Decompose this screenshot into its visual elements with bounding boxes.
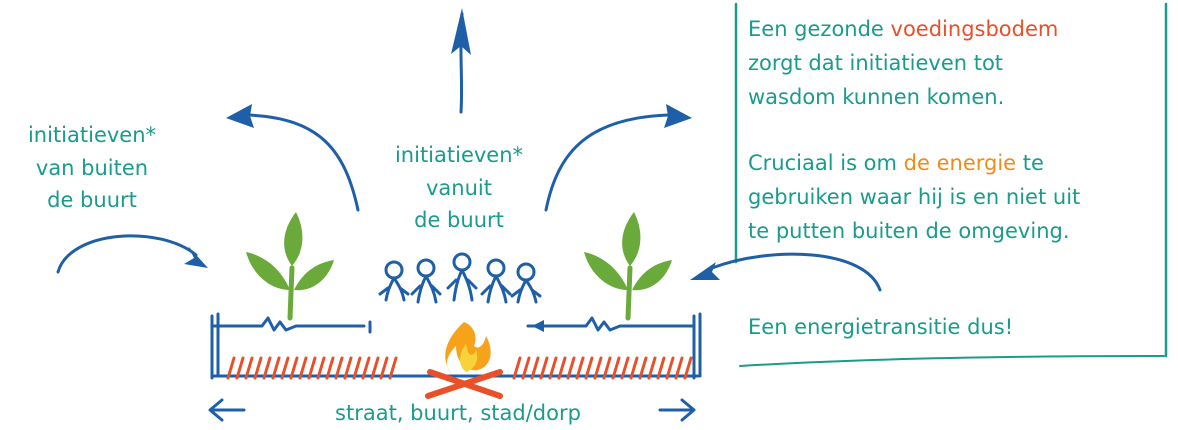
hatch-mark <box>647 356 657 380</box>
hatch-mark <box>521 356 531 380</box>
arrow-curve-upper-right-icon <box>544 104 692 212</box>
hatch-mark <box>602 356 612 380</box>
hatch-mark <box>280 356 290 380</box>
label-outside-initiatives: initiatieven* van buiten de buurt <box>28 123 156 212</box>
hatch-mark <box>674 356 684 380</box>
label-scope: straat, buurt, stad/dorp <box>335 401 581 425</box>
hatch-mark <box>575 356 585 380</box>
hatch-mark <box>593 356 603 380</box>
hatch-mark <box>388 356 398 380</box>
hatch-mark <box>262 356 272 380</box>
campfire-icon <box>425 322 503 399</box>
panel-p2-post: te <box>1016 151 1044 175</box>
panel-p3: Een energietransitie dus! <box>748 315 1013 339</box>
arrow-curve-lower-right-icon <box>690 252 882 292</box>
hatch-mark <box>620 356 630 380</box>
hatch-mark <box>352 356 362 380</box>
hatch-mark <box>316 356 326 380</box>
hatch-mark <box>244 356 254 380</box>
label-inside-line2: vanuit <box>426 176 492 200</box>
hatch-mark <box>665 356 675 380</box>
hatch-mark <box>226 356 236 380</box>
hatch-mark <box>629 356 639 380</box>
hatch-mark <box>584 356 594 380</box>
hatch-mark <box>361 356 371 380</box>
hatch-mark <box>638 356 648 380</box>
panel-p1-line2: zorgt dat initiatieven tot <box>748 51 1003 75</box>
hatch-mark <box>611 356 621 380</box>
label-inside-line3: de buurt <box>414 208 504 232</box>
hatch-mark <box>379 356 389 380</box>
svg-text:Een gezonde voedingsbodem: Een gezonde voedingsbodem <box>748 17 1058 41</box>
hatch-mark <box>539 356 549 380</box>
hatch-mark <box>557 356 567 380</box>
hatch-mark <box>334 356 344 380</box>
people-group-icon <box>378 252 542 304</box>
hatch-mark <box>370 356 380 380</box>
arrow-curve-lower-left-icon <box>56 234 208 274</box>
arrow-right-icon <box>658 398 696 422</box>
label-outside-line2: van buiten <box>36 156 148 180</box>
hatch-mark <box>307 356 317 380</box>
arrow-curve-upper-left-icon <box>226 104 360 212</box>
label-outside-line1: initiatieven* <box>28 123 156 147</box>
arrow-left-icon <box>208 398 246 422</box>
panel-p1-highlight: voedingsbodem <box>891 17 1059 41</box>
text-panel-frame <box>734 2 1168 367</box>
hatch-mark <box>683 356 693 380</box>
hatch-mark <box>548 356 558 380</box>
svg-text:Cruciaal is om de energie te: Cruciaal is om de energie te <box>748 151 1044 175</box>
arrows <box>56 8 882 422</box>
text-panel: Een gezonde voedingsbodem zorgt dat init… <box>748 17 1080 339</box>
energy-hatch-marks <box>226 356 693 380</box>
label-outside-line3: de buurt <box>47 188 137 212</box>
hatch-mark <box>235 356 245 380</box>
panel-p2-highlight: de energie <box>904 151 1016 175</box>
plant-left-icon <box>246 212 334 321</box>
hatch-mark <box>325 356 335 380</box>
panel-p1-line3: wasdom kunnen komen. <box>748 85 1004 109</box>
plant-right-icon <box>584 212 672 321</box>
soil-box <box>210 312 702 380</box>
label-inside-initiatives: initiatieven* vanuit de buurt <box>395 143 523 232</box>
hatch-mark <box>343 356 353 380</box>
panel-p1-pre: Een gezonde <box>748 17 891 41</box>
label-inside-line1: initiatieven* <box>395 143 523 167</box>
hatch-mark <box>298 356 308 380</box>
panel-p2-line2: gebruiken waar hij is en niet uit <box>748 185 1080 209</box>
panel-p2-pre: Cruciaal is om <box>748 151 904 175</box>
hatch-mark <box>656 356 666 380</box>
hatch-mark <box>289 356 299 380</box>
hatch-mark <box>566 356 576 380</box>
hatch-mark <box>530 356 540 380</box>
hatch-mark <box>253 356 263 380</box>
arrow-up-icon <box>451 8 471 114</box>
hatch-mark <box>271 356 281 380</box>
hatch-mark <box>512 356 522 380</box>
panel-p2-line3: te putten buiten de omgeving. <box>748 219 1070 243</box>
